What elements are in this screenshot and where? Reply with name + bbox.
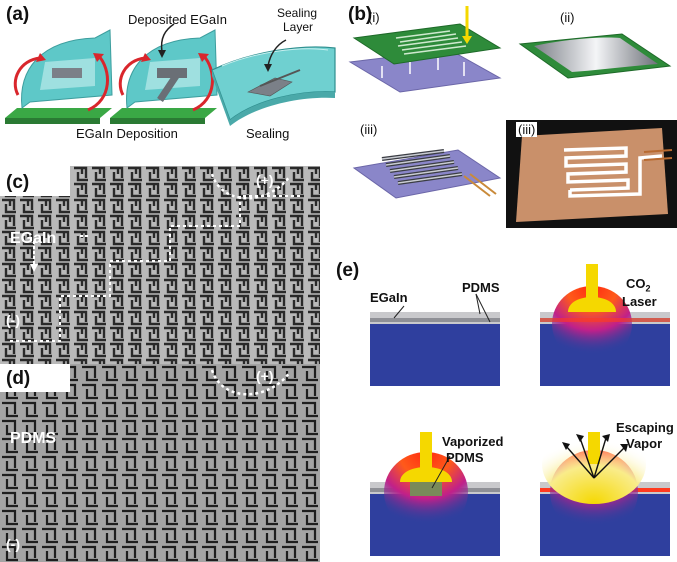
pdms-label-e: PDMS (462, 280, 500, 295)
panel-a: (a) (0, 0, 340, 160)
panel-c-letter: (c) (6, 172, 30, 193)
stage-3 (370, 432, 500, 556)
panel-b-illustration (348, 6, 677, 228)
stage-4 (540, 424, 670, 556)
vaporized-label-2: PDMS (446, 450, 484, 465)
mold-2 (110, 29, 218, 124)
panel-e: (e) (330, 256, 677, 562)
sealed-block (211, 46, 336, 126)
panel-b-letter: (b) (348, 4, 373, 25)
step-iii-photo (506, 120, 677, 228)
step-ii-board (518, 33, 672, 79)
egain-label-e: EGaIn (370, 290, 408, 305)
deposition-caption: EGaIn Deposition (76, 126, 178, 141)
co2-text: CO (626, 276, 646, 291)
step-iii-substrate (352, 149, 502, 199)
mold-1 (5, 29, 113, 124)
plus-terminal-d: (+) (256, 368, 274, 384)
stage-2 (540, 264, 670, 386)
panel-a-letter: (a) (6, 4, 30, 25)
panel-d-letter: (d) (6, 368, 31, 389)
co2-subscript: 2 (645, 283, 651, 294)
pdms-label-d: PDMS (10, 430, 57, 447)
vaporized-label-1: Vaporized (442, 434, 504, 449)
laser-label: Laser (622, 294, 657, 309)
egain-label-c: EGaIn (10, 230, 57, 247)
panel-d: (d) PDMS (+) (-) (0, 364, 320, 562)
sealing-layer-label-2: Layer (283, 20, 314, 34)
sealing-layer-label-1: Sealing (277, 6, 318, 20)
panel-c: (c) EGaIn (+) (-) (0, 166, 320, 364)
step-iii-right-label: (iii) (516, 122, 538, 137)
stage-1 (370, 293, 500, 386)
maze-photo-d (0, 364, 320, 562)
minus-terminal-d: (-) (6, 536, 20, 552)
step-iii-left-label: (iii) (360, 122, 378, 137)
deposited-egain-label: Deposited EGaIn (128, 12, 228, 27)
panel-a-illustration (5, 23, 336, 126)
escaping-label-1: Escaping (616, 420, 674, 435)
co2-label: CO2 (626, 276, 651, 294)
step-ii-label: (ii) (560, 10, 575, 25)
escaping-label-2: Vapor (626, 436, 663, 451)
laser-process-diagram (370, 264, 670, 556)
step-i-label: (i) (368, 10, 380, 25)
panel-b: (b) (340, 0, 677, 240)
panel-e-letter: (e) (336, 260, 360, 281)
sealing-caption: Sealing (246, 126, 290, 141)
maze-photo-c (0, 166, 320, 364)
plus-terminal-c: (+) (256, 172, 274, 188)
step-i-boards (348, 6, 502, 93)
minus-terminal-c: (-) (6, 312, 20, 328)
